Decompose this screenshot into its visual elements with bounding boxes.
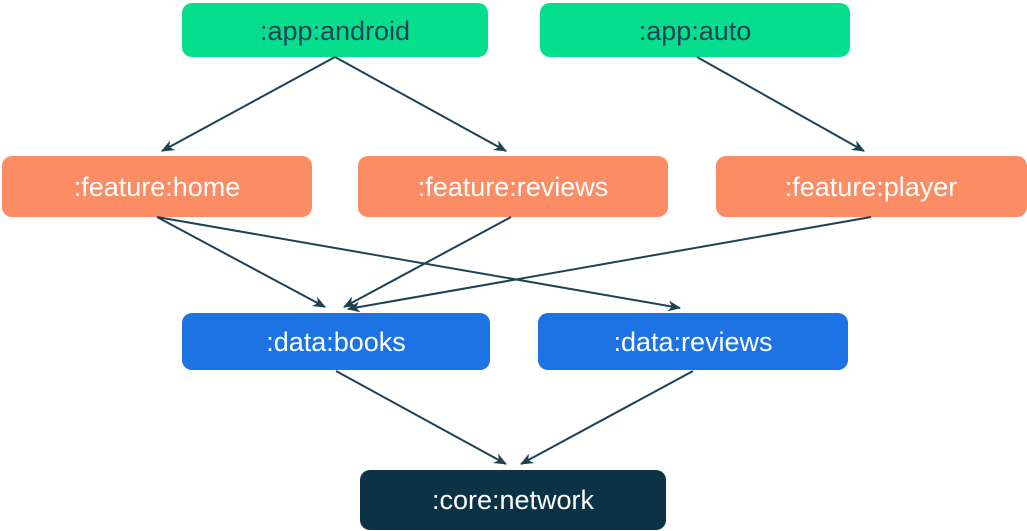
node-app-android-box [182,3,488,57]
edge-feature-player-to-data-books [346,216,872,313]
edge-feature-reviews-to-data-books [343,216,512,308]
node-data-books: :data:books [182,313,490,370]
edge-data-books-to-core-network [335,370,507,465]
node-feature-reviews: :feature:reviews [358,156,668,217]
edge-app-android-to-feature-home [161,56,336,152]
node-app-android: :app:android [182,3,488,57]
node-data-reviews-box [538,313,848,370]
node-core-network: :core:network [360,470,666,530]
node-feature-player-box [716,156,1027,217]
node-data-books-label: :data:books [266,327,406,357]
edge-feature-home-to-data-reviews [156,216,682,312]
node-app-android-label: :app:android [260,16,410,46]
node-feature-home-label: :feature:home [74,172,241,202]
node-data-books-box [182,313,490,370]
node-app-auto-box [540,3,850,57]
node-app-auto-label: :app:auto [639,16,752,46]
node-data-reviews: :data:reviews [538,313,848,370]
edge-feature-home-to-data-books [156,216,326,308]
node-core-network-label: :core:network [432,485,595,515]
node-feature-player-label: :feature:player [785,172,958,202]
node-data-reviews-label: :data:reviews [613,327,772,357]
node-app-auto: :app:auto [540,3,850,57]
node-feature-home: :feature:home [2,156,312,217]
node-feature-player: :feature:player [716,156,1027,217]
edge-app-auto-to-feature-player [696,56,865,152]
edge-data-reviews-to-core-network [520,370,694,465]
node-feature-reviews-box [358,156,668,217]
node-feature-home-box [2,156,312,217]
edge-app-android-to-feature-reviews [334,56,507,152]
node-feature-reviews-label: :feature:reviews [418,172,609,202]
node-core-network-box [360,470,666,530]
